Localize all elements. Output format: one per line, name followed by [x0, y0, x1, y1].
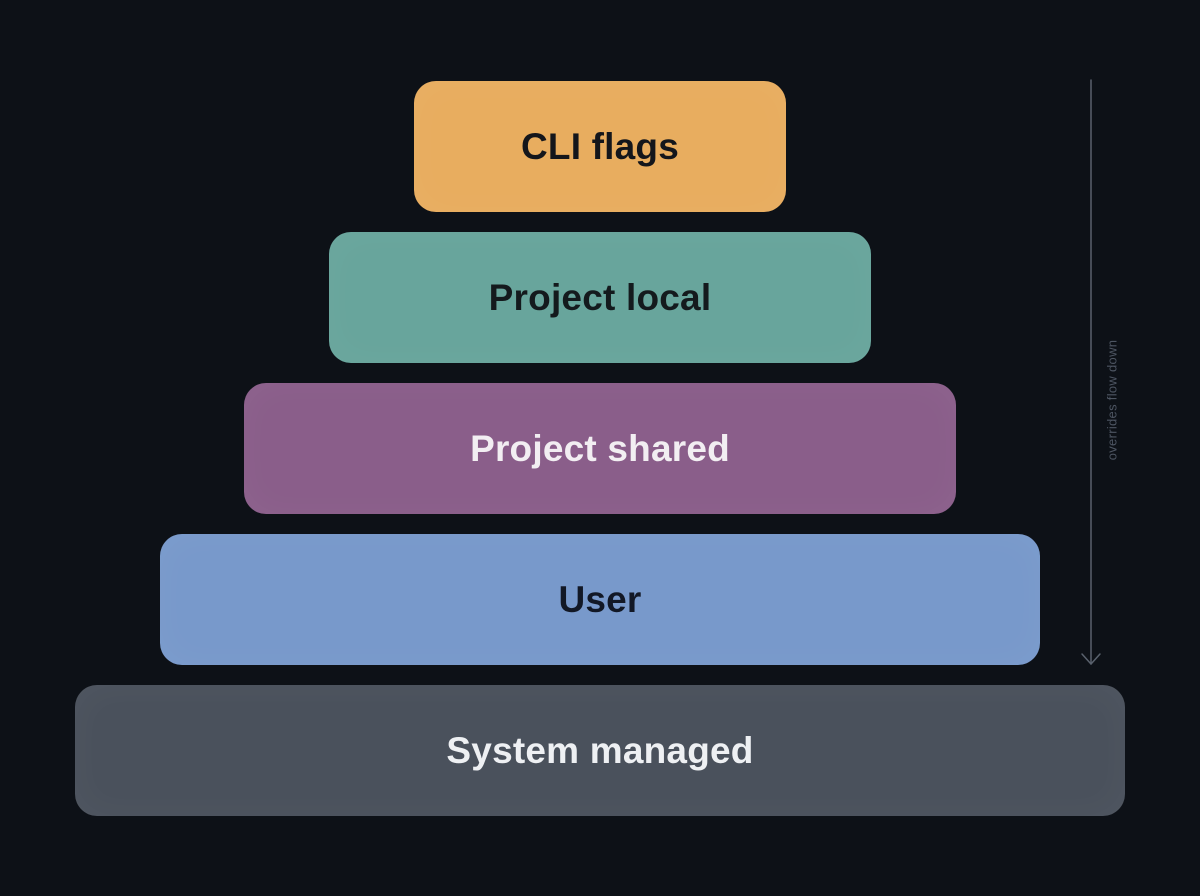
layer-system-managed: System managed: [75, 685, 1125, 816]
flow-down-arrow-icon: [1081, 79, 1101, 665]
flow-arrow-head: [1081, 653, 1101, 665]
layer-project-local-label: Project local: [488, 276, 712, 318]
layer-cli-flags: CLI flags: [414, 81, 786, 212]
layer-project-shared: Project shared: [244, 383, 956, 514]
layer-system-managed-label: System managed: [446, 729, 754, 771]
flow-caption: overrides flow down: [1104, 339, 1120, 461]
layer-project-shared-label: Project shared: [470, 427, 730, 469]
layer-project-local: Project local: [329, 232, 871, 363]
layer-user-label: User: [558, 578, 642, 620]
layer-user: User: [160, 534, 1040, 665]
layer-cli-flags-label: CLI flags: [520, 125, 680, 167]
